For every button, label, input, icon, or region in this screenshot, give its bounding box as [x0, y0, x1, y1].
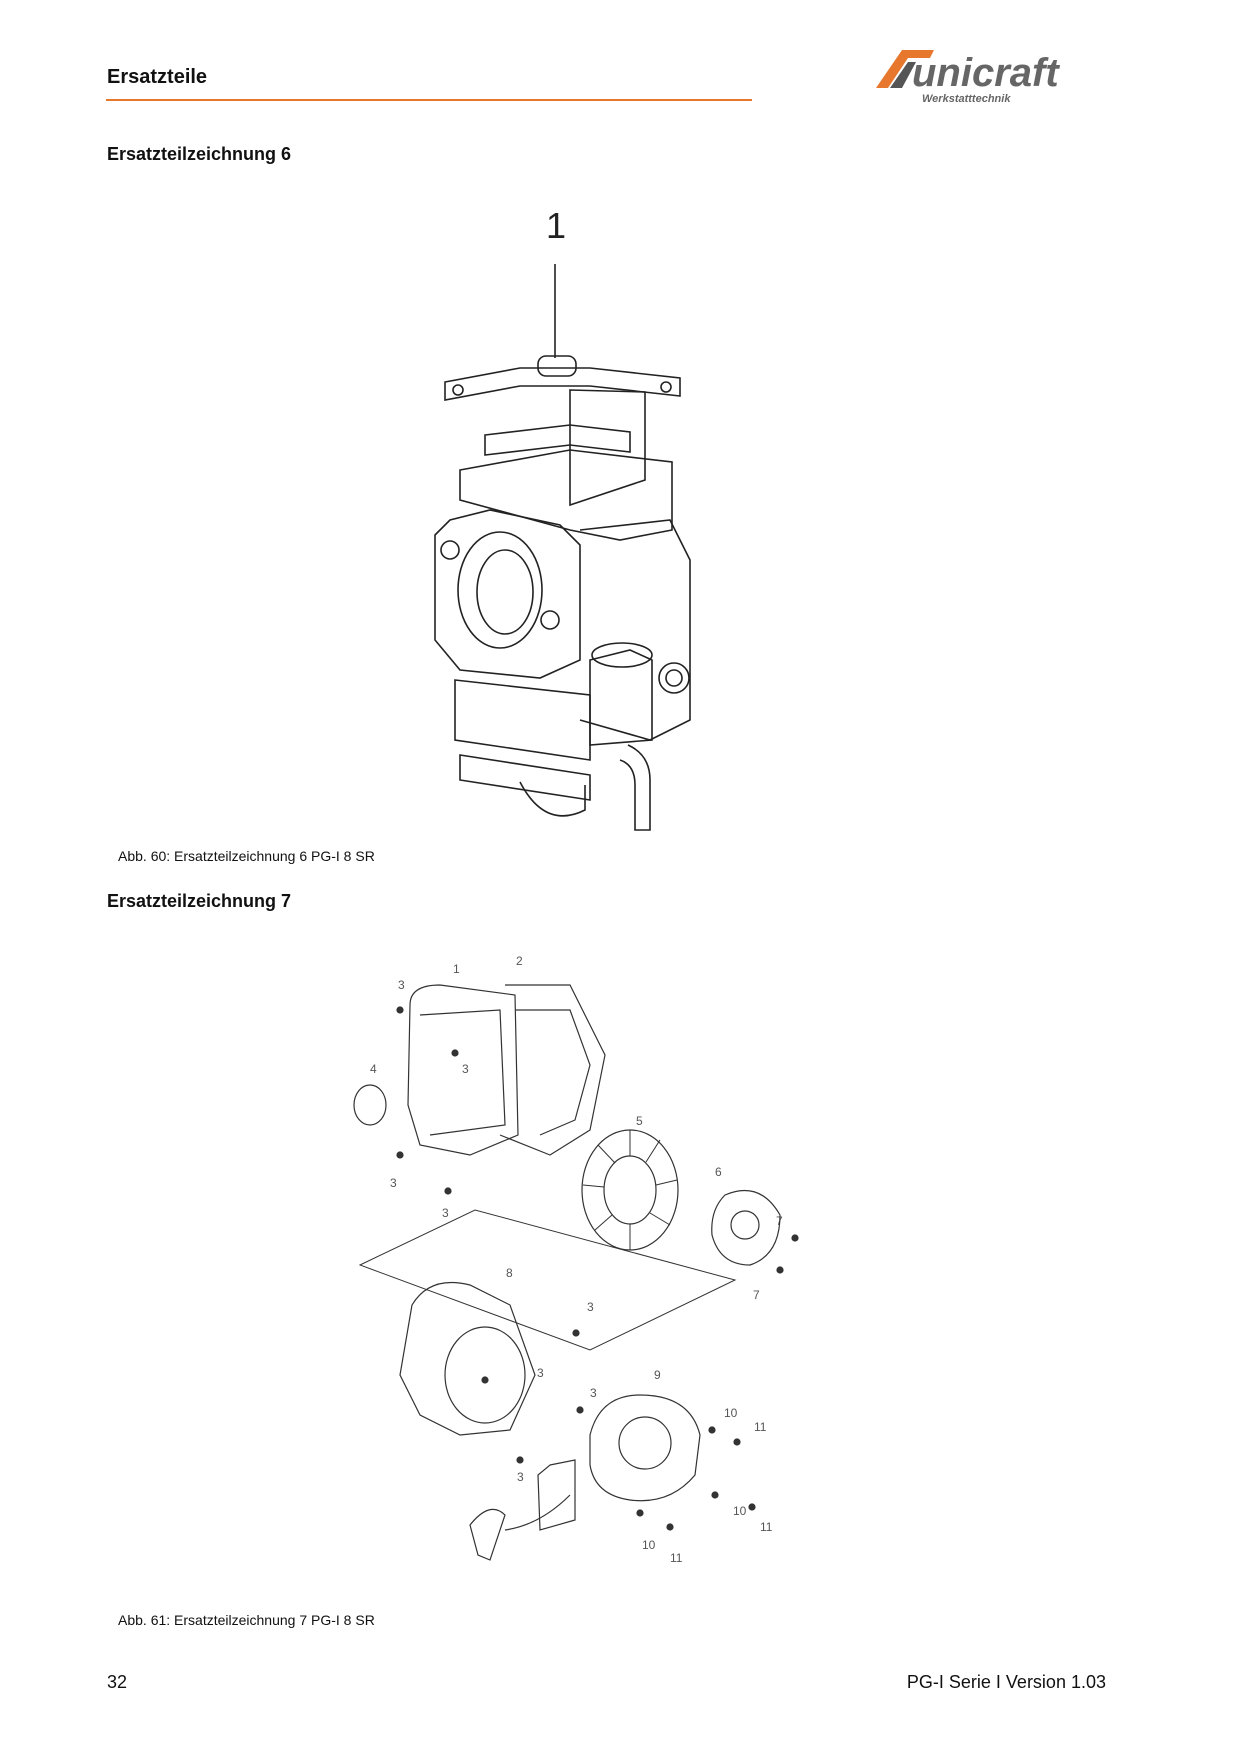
bracket-hole: [660, 381, 672, 393]
engine-housing-right: [499, 984, 606, 1156]
logo-mark-orange: [876, 50, 934, 88]
part-label: 11: [754, 1420, 767, 1434]
screw: [791, 1234, 799, 1242]
part-label: 3: [398, 978, 405, 992]
fan-blade: [582, 1184, 605, 1188]
upper-body: [459, 449, 673, 541]
part-label: 7: [753, 1288, 760, 1302]
part-label: 3: [442, 1206, 449, 1220]
carburetor-drawing: 1: [434, 205, 691, 831]
part-label: 4: [370, 1062, 377, 1076]
fan-cover-opening: [444, 1326, 526, 1424]
housing-inner: [419, 1009, 506, 1136]
starter-assembly-drawing: 1 2 3 3 4 3 3 5 6 7 7 8 3 3 3 3 9 10 11 …: [353, 955, 799, 1565]
screw: [636, 1509, 644, 1517]
rubber-grommet: [353, 1084, 387, 1126]
fuel-inlet-bore: [665, 669, 683, 687]
figure-caption-61: Abb. 61: Ersatzteilzeichnung 7 PG-I 8 SR: [118, 1612, 375, 1628]
part-label: 5: [636, 1114, 643, 1128]
float-chamber: [454, 679, 591, 761]
screw: [576, 1406, 584, 1414]
part-label: 10: [724, 1406, 738, 1420]
part-label: 10: [642, 1538, 656, 1552]
screw: [451, 1049, 459, 1057]
mounting-bracket: [444, 367, 681, 401]
fan-blade: [594, 1214, 613, 1231]
part-label: 3: [537, 1366, 544, 1380]
screw: [396, 1151, 404, 1159]
screw: [748, 1503, 756, 1511]
recoil-starter: [589, 1394, 701, 1502]
housing-inner-right: [515, 1009, 591, 1136]
screw: [666, 1523, 674, 1531]
section-heading-drawing-7: Ersatzteilzeichnung 7: [107, 891, 292, 911]
screw: [444, 1187, 452, 1195]
footer-version: PG-I Serie I Version 1.03: [906, 1672, 1106, 1692]
part-label: 1: [546, 205, 566, 246]
part-label: 10: [733, 1504, 747, 1518]
screw: [733, 1438, 741, 1446]
part-label: 11: [670, 1551, 683, 1565]
part-label: 3: [587, 1300, 594, 1314]
part-label: 1: [453, 962, 460, 976]
recoil-starter-center: [618, 1416, 672, 1470]
carburetor-body: [434, 509, 581, 679]
starter-handle-bracket: [537, 1459, 576, 1531]
flywheel-hub: [603, 1155, 657, 1225]
fuel-line: [619, 744, 651, 831]
flange-hole: [440, 540, 460, 560]
top-cap: [537, 355, 577, 377]
fan-cover: [399, 1281, 536, 1436]
starter-handle: [469, 1508, 506, 1561]
part-label: 3: [517, 1470, 524, 1484]
screw: [708, 1426, 716, 1434]
part-label: 2: [516, 955, 523, 968]
venturi-inner: [476, 549, 534, 635]
fan-blade: [649, 1212, 671, 1226]
section-heading-drawing-6: Ersatzteilzeichnung 6: [107, 144, 292, 164]
screw: [396, 1006, 404, 1014]
flange-hole: [540, 610, 560, 630]
starter-cup: [711, 1189, 781, 1266]
part-label: 6: [715, 1165, 722, 1179]
starter-rope: [504, 1494, 571, 1531]
part-label: 3: [462, 1062, 469, 1076]
page-header-title: Ersatzteile: [107, 66, 208, 88]
engine-housing-left: [407, 984, 519, 1156]
fan-blade: [655, 1179, 678, 1186]
base-plate: [459, 754, 591, 801]
screw: [776, 1266, 784, 1274]
bracket-plate: [569, 389, 646, 507]
fuel-pump-cap: [591, 642, 653, 668]
side-body: [579, 519, 691, 741]
unicraft-logo: unicraft Werkstatttechnik: [876, 50, 1060, 105]
assembly-frame: [358, 1209, 737, 1351]
screw: [711, 1491, 719, 1499]
part-label: 3: [390, 1176, 397, 1190]
throttle-disc: [484, 424, 631, 456]
part-label: 3: [590, 1386, 597, 1400]
figure-caption-60: Abb. 60: Ersatzteilzeichnung 6 PG-I 8 SR: [118, 848, 375, 864]
screw: [481, 1376, 489, 1384]
page-number: 32: [107, 1672, 128, 1692]
bracket-hole: [452, 384, 464, 396]
fan-blade: [645, 1139, 661, 1163]
starter-cup-center: [730, 1210, 760, 1240]
float-bowl: [519, 781, 586, 817]
logo-mark-grey: [890, 62, 916, 88]
logo-tagline: Werkstatttechnik: [922, 93, 1011, 105]
screw: [572, 1329, 580, 1337]
logo-wordmark: unicraft: [912, 51, 1060, 95]
part-label: 11: [760, 1520, 773, 1534]
fan-blade: [597, 1144, 616, 1164]
fuel-inlet: [658, 662, 690, 694]
screw: [516, 1456, 524, 1464]
venturi-outer: [457, 531, 543, 649]
header-rule: [106, 99, 752, 101]
part-label: 9: [654, 1368, 661, 1382]
part-label: 8: [506, 1266, 513, 1280]
